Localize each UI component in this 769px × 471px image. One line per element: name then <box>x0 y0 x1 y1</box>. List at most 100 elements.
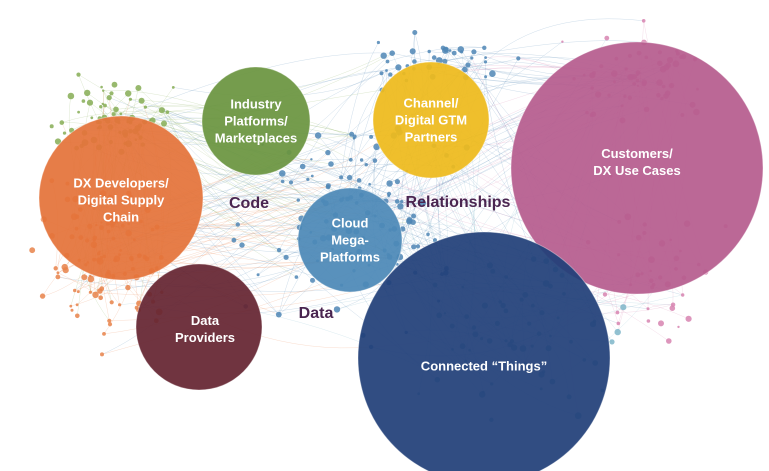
network-node <box>400 199 404 204</box>
network-node <box>433 238 437 243</box>
network-node <box>471 49 477 55</box>
network-node <box>669 305 676 312</box>
network-node <box>125 284 131 291</box>
network-node <box>125 90 132 97</box>
network-node <box>376 40 380 45</box>
network-node <box>348 157 353 162</box>
network-node <box>620 304 627 311</box>
network-node <box>90 116 94 120</box>
network-node <box>641 19 646 23</box>
network-node <box>431 55 437 60</box>
network-node <box>118 303 122 307</box>
network-node <box>386 191 392 196</box>
network-edge <box>369 184 387 202</box>
network-node <box>359 158 364 162</box>
network-node <box>275 311 282 318</box>
network-edge <box>358 180 390 195</box>
network-node <box>470 56 474 60</box>
network-node <box>81 274 88 281</box>
network-node <box>231 237 237 243</box>
network-node <box>67 92 75 100</box>
network-edge <box>136 218 302 278</box>
network-edge <box>366 164 398 182</box>
network-node <box>483 60 488 64</box>
network-node <box>59 120 65 125</box>
network-node <box>235 222 240 227</box>
network-node <box>75 313 80 319</box>
network-node <box>448 49 452 52</box>
network-node <box>415 244 421 249</box>
network-node <box>677 325 680 329</box>
network-node <box>87 275 95 283</box>
network-node <box>616 321 621 326</box>
network-edge <box>340 42 379 178</box>
network-node <box>328 161 334 167</box>
network-node <box>99 105 103 109</box>
network-node <box>681 293 685 297</box>
network-node <box>411 213 417 219</box>
network-node <box>103 103 107 108</box>
network-node <box>109 91 114 96</box>
network-node <box>299 163 306 170</box>
network-node <box>111 112 116 117</box>
network-node <box>609 339 615 345</box>
network-node <box>666 338 672 344</box>
segment-bubbles <box>38 41 764 471</box>
network-node <box>333 306 341 313</box>
network-node <box>435 57 443 64</box>
network-node <box>111 81 118 88</box>
network-node <box>325 149 331 156</box>
network-node <box>29 247 36 254</box>
network-node <box>276 247 282 253</box>
network-node <box>62 267 69 274</box>
network-node <box>372 158 378 163</box>
network-node <box>165 110 170 114</box>
network-node <box>102 89 105 92</box>
network-node <box>73 288 77 293</box>
network-edge <box>485 61 534 260</box>
network-node <box>339 175 344 180</box>
network-node <box>310 277 315 283</box>
network-edge <box>336 264 398 310</box>
network-node <box>54 138 62 145</box>
network-node <box>346 174 353 181</box>
network-node <box>62 131 67 135</box>
network-node <box>427 49 431 54</box>
network-node <box>288 180 294 185</box>
network-node <box>484 56 487 59</box>
network-node <box>462 66 468 73</box>
network-node <box>395 64 402 71</box>
network-node <box>279 170 286 177</box>
network-node <box>412 30 418 35</box>
network-node <box>107 322 113 327</box>
network-node <box>256 273 260 277</box>
industry-platforms-bubble <box>201 66 311 176</box>
network-node <box>411 244 417 250</box>
network-node <box>314 132 322 139</box>
network-node <box>615 310 620 315</box>
network-node <box>119 112 123 116</box>
customers-bubble <box>510 41 764 295</box>
network-node <box>386 180 393 187</box>
network-node <box>86 99 94 106</box>
network-edge <box>361 159 407 172</box>
network-node <box>380 52 387 59</box>
network-node <box>426 232 430 237</box>
network-node <box>100 85 103 89</box>
network-node <box>171 86 175 89</box>
network-node <box>614 328 621 336</box>
network-node <box>135 85 142 91</box>
network-node <box>296 198 300 202</box>
network-node <box>412 59 417 64</box>
network-node <box>158 107 165 114</box>
data-providers-bubble <box>135 263 263 391</box>
network-node <box>102 332 106 336</box>
network-node <box>561 40 564 43</box>
network-node <box>77 110 80 114</box>
network-node <box>482 45 487 50</box>
connected-things-bubble <box>357 231 611 471</box>
dx-developers-bubble <box>38 115 204 281</box>
network-node <box>76 72 81 77</box>
network-node <box>55 274 61 280</box>
